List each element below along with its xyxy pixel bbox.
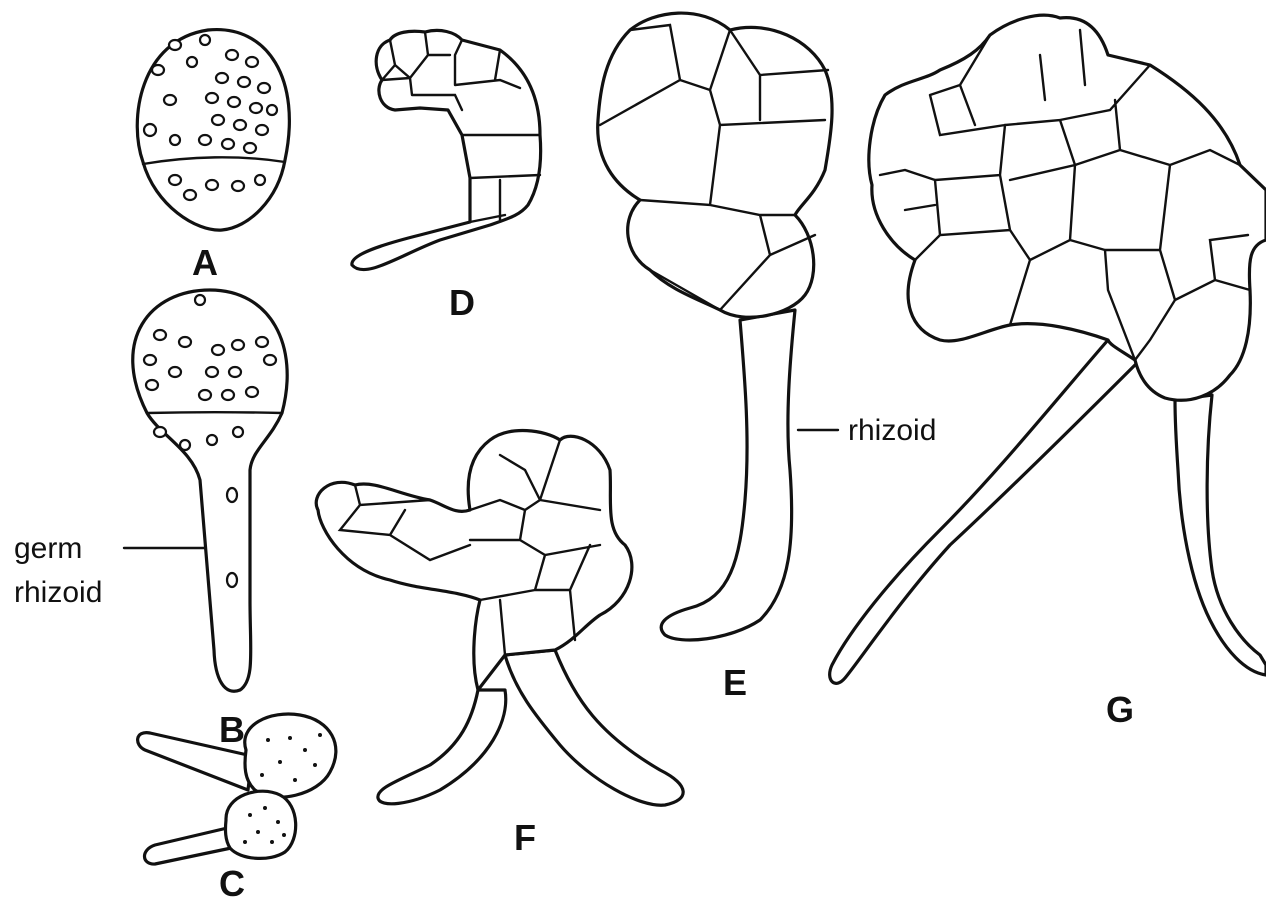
panel-b-letter: B	[219, 709, 245, 750]
panel-f-letter: F	[514, 817, 536, 858]
panel-b-germinating-spore: germ rhizoid B	[14, 290, 287, 750]
panel-a-letter: A	[192, 242, 218, 283]
rhizoid-label: rhizoid	[848, 414, 936, 447]
panel-g-letter: G	[1106, 689, 1134, 730]
panel-g-mature-thallus: G	[830, 15, 1266, 730]
panel-c-letter: C	[219, 863, 245, 904]
germ-rhizoid-label-line1: germ	[14, 532, 82, 565]
panel-e-letter: E	[723, 662, 747, 703]
panel-d-filament: D	[352, 30, 541, 323]
panel-d-letter: D	[449, 282, 475, 323]
germ-rhizoid-label-line2: rhizoid	[14, 576, 102, 609]
panel-a-spore: A	[137, 30, 289, 283]
panel-f-young-thallus: F	[316, 431, 683, 858]
